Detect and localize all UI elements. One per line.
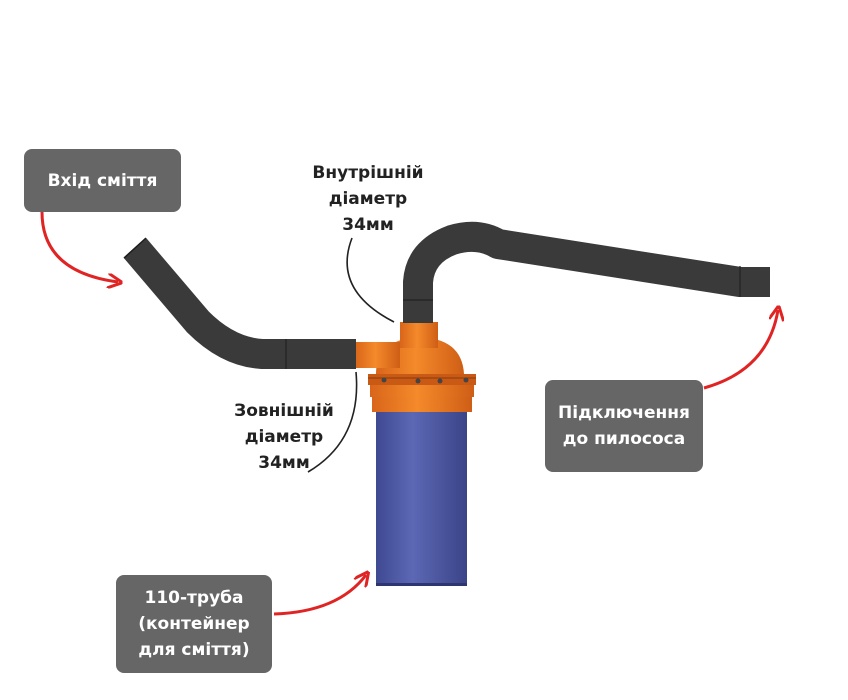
arrow-debris-inlet <box>40 211 118 282</box>
inner-diameter-line2: діаметр <box>328 189 408 209</box>
arrow-outer-diameter <box>307 371 358 473</box>
outer-diameter-line1: Зовнішній <box>234 401 334 421</box>
vacuum-connection-line2: до пилососа <box>562 429 686 449</box>
debris-inlet-text: Вхід сміття <box>47 170 158 191</box>
outer-diameter-line3: 34мм <box>258 453 310 473</box>
outer-diameter-line2: діаметр <box>244 427 324 447</box>
inner-diameter-line3: 34мм <box>342 215 394 235</box>
container-pipe-line1: 110-труба <box>144 588 244 608</box>
inner-diameter-annotation: Внутрішній діаметр 34мм <box>298 160 438 238</box>
arrow-container-pipe <box>273 575 366 616</box>
outlet-hose <box>403 221 770 323</box>
container-pipe <box>376 410 467 586</box>
container-pipe-label: 110-труба (контейнер для сміття) <box>116 575 272 673</box>
cyclone-separator <box>355 322 476 412</box>
inlet-hose <box>123 238 356 369</box>
arrow-inner-diameter <box>346 237 395 323</box>
vacuum-connection-label: Підключення до пилососа <box>545 380 703 472</box>
outer-diameter-annotation: Зовнішній діаметр 34мм <box>214 398 354 476</box>
container-pipe-line3: для сміття) <box>138 640 250 660</box>
debris-inlet-label: Вхід сміття <box>24 149 181 212</box>
inner-diameter-line1: Внутрішній <box>312 163 424 183</box>
vacuum-connection-line1: Підключення <box>558 403 690 423</box>
container-pipe-line2: (контейнер <box>138 614 250 634</box>
arrow-vacuum-connection <box>703 310 778 390</box>
